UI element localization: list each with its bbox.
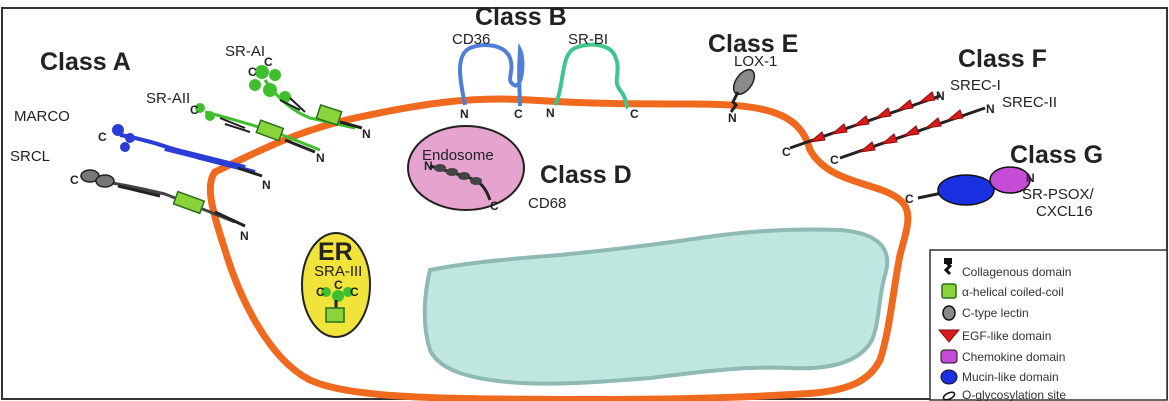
srcl-receptor <box>81 170 245 226</box>
srec-ii-c-terminus: C <box>830 153 839 167</box>
sr-psox-n-terminus: N <box>1026 171 1035 185</box>
legend: Collagenous domain α-helical coiled-coil… <box>930 250 1167 401</box>
srec-i-n-terminus: N <box>936 89 945 103</box>
cd68-label: CD68 <box>528 195 566 212</box>
sr-ai-label: SR-AI <box>225 43 265 60</box>
srec-i-label: SREC-I <box>950 77 1001 94</box>
endosome-label: Endosome <box>422 147 494 164</box>
sra-iii-c-terminus-1: C <box>316 285 325 299</box>
legend-label-6: Mucin-like domain <box>962 370 1059 384</box>
class-d-label: Class D <box>540 161 632 189</box>
srcl-label: SRCL <box>10 148 50 165</box>
sr-bi-label: SR-BI <box>568 31 608 48</box>
sr-ai-c-terminus-2: C <box>264 55 273 69</box>
legend-label-1: Collagenous domain <box>962 265 1071 279</box>
sr-ai-c-terminus: C <box>248 65 257 79</box>
sra-iii-c-terminus-2: C <box>334 278 343 292</box>
legend-label-7: O-glycosylation site <box>962 388 1066 401</box>
legend-label-4: EGF-like domain <box>962 329 1051 343</box>
cd36-label: CD36 <box>452 31 490 48</box>
coiled-coil-icon <box>942 284 956 298</box>
class-g-label: Class G <box>1010 141 1103 169</box>
marco-label: MARCO <box>14 108 70 125</box>
legend-label-5: Chemokine domain <box>962 350 1065 364</box>
marco-n-terminus: N <box>262 178 271 192</box>
srcl-c-terminus: C <box>70 173 79 187</box>
lectin-icon <box>943 306 955 320</box>
cd36-c-terminus: C <box>514 107 523 121</box>
class-a-label: Class A <box>40 48 131 76</box>
class-b-label: Class B <box>475 3 567 31</box>
srec-ii-label: SREC-II <box>1002 94 1057 111</box>
sr-psox-label: SR-PSOX/ <box>1022 186 1095 203</box>
nucleus-shape <box>425 229 888 383</box>
mucin-icon <box>941 370 957 384</box>
sr-bi-n-terminus: N <box>546 106 555 120</box>
sr-aii-c-terminus: C <box>190 103 199 117</box>
marco-c-terminus: C <box>98 130 107 144</box>
cxcl16-label: CXCL16 <box>1036 203 1093 220</box>
srec-i-receptor <box>790 92 940 148</box>
marco-receptor <box>112 124 262 176</box>
class-f-label: Class F <box>958 45 1047 73</box>
sr-psox-c-terminus: C <box>905 192 914 206</box>
endosome-n-terminus: N <box>424 159 433 173</box>
legend-label-2: α-helical coiled-coil <box>962 285 1064 299</box>
legend-label-3: C-type lectin <box>962 306 1029 320</box>
sr-aii-n-terminus: N <box>316 151 325 165</box>
sra-iii-c-terminus-3: C <box>350 285 359 299</box>
er-label: ER <box>318 238 353 266</box>
sr-aii-label: SR-AII <box>146 90 190 107</box>
sr-psox-receptor <box>918 167 1030 205</box>
srec-i-c-terminus: C <box>782 145 791 159</box>
lox1-label: LOX-1 <box>734 53 777 70</box>
chemokine-icon <box>941 350 957 363</box>
sr-ai-n-terminus: N <box>362 127 371 141</box>
cd68-c-terminus: C <box>490 199 499 213</box>
sr-bi-c-terminus: C <box>630 107 639 121</box>
srcl-n-terminus: N <box>240 229 249 243</box>
sr-aii-receptor <box>195 103 320 152</box>
srec-ii-receptor <box>840 108 985 158</box>
cd36-n-terminus: N <box>460 107 469 121</box>
srec-ii-n-terminus: N <box>986 102 995 116</box>
lox1-n-terminus: N <box>728 111 737 125</box>
